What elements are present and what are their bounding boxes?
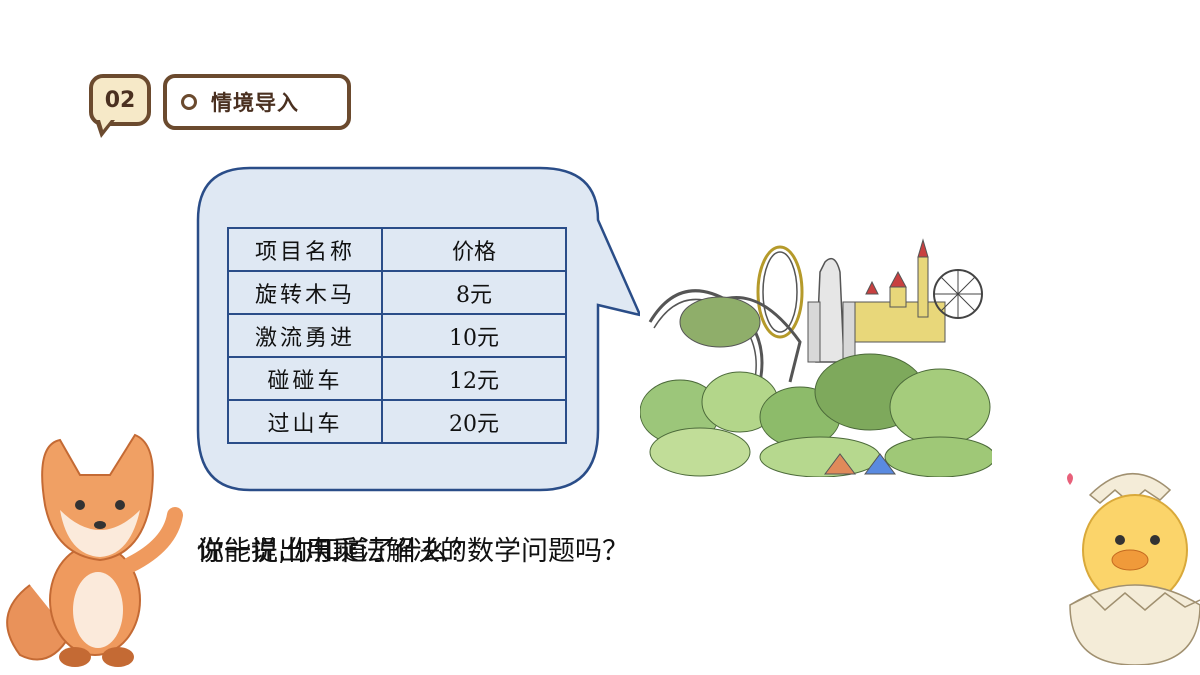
item-cell: 过山车 xyxy=(227,399,383,444)
header-cell-item: 项目名称 xyxy=(227,227,383,272)
amusement-park-illustration xyxy=(640,232,992,477)
price-cell: 10元 xyxy=(381,313,567,358)
price-cell: 20元 xyxy=(381,399,567,444)
table-row: 激流勇进 10元 xyxy=(227,313,567,358)
section-number: 02 xyxy=(104,87,136,113)
price-cell: 8元 xyxy=(381,270,567,315)
section-title: 情境导入 xyxy=(211,91,299,115)
item-cell: 激流勇进 xyxy=(227,313,383,358)
table-row: 过山车 20元 xyxy=(227,399,567,444)
rocket-icon xyxy=(807,257,856,363)
castle-icon xyxy=(854,238,946,343)
table-header-row: 项目名称 价格 xyxy=(227,227,567,272)
item-cell: 旋转木马 xyxy=(227,270,383,315)
header-cell-price: 价格 xyxy=(381,227,567,272)
table-row: 碰碰车 12元 xyxy=(227,356,567,401)
question-text: 你能提出用乘法解决的数学问题吗？ 说一说,你知道了什么? xyxy=(197,530,737,574)
table-row: 旋转木马 8元 xyxy=(227,270,567,315)
badge-tail-inner xyxy=(100,120,111,130)
fox-cartoon xyxy=(6,433,183,667)
question-line-b: 说一说,你知道了什么? xyxy=(197,536,463,567)
section-title-box: 情境导入 xyxy=(163,74,351,130)
price-table: 项目名称 价格 旋转木马 8元 激流勇进 10元 碰碰车 12元 过山车 20元 xyxy=(227,227,567,444)
duckling-cartoon xyxy=(1067,473,1200,665)
question-line-a: 你能提出用乘法解决的数学问题吗？ xyxy=(197,536,629,567)
section-number-badge: 02 xyxy=(89,74,151,126)
item-cell: 碰碰车 xyxy=(227,356,383,401)
circle-bullet-icon xyxy=(181,94,197,110)
price-cell: 12元 xyxy=(381,356,567,401)
